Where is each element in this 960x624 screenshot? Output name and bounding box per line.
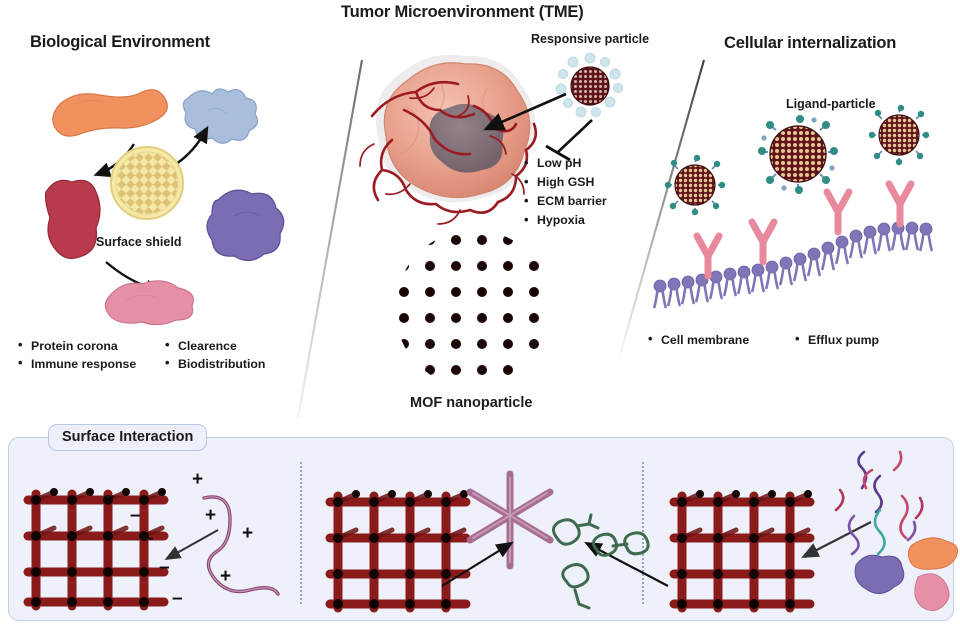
- list-item: Immune response: [18, 354, 136, 373]
- negative-charge: –: [130, 505, 141, 526]
- list-item: Protein corona: [18, 336, 136, 355]
- negative-charge: –: [172, 588, 183, 609]
- protein-pink-small: [914, 573, 950, 611]
- arrow-biomolecules-to-mof: [801, 521, 872, 559]
- divider-left: [296, 59, 364, 419]
- left-bullets-col2: Clearence Biodistribution: [165, 336, 265, 373]
- cationic-polymer-chain: [202, 495, 280, 596]
- section-title-center: Tumor Microenvironment (TME): [341, 3, 584, 21]
- negative-charge: –: [104, 486, 115, 507]
- surface-interaction-panel: [8, 437, 954, 621]
- mof-slab-3: [672, 492, 812, 612]
- responsive-particle: [555, 52, 624, 118]
- mof-nanoparticle: [395, 230, 553, 388]
- panel-divider-1: [300, 462, 302, 604]
- protein-purple: [206, 189, 285, 262]
- protein-purple-small: [854, 554, 905, 594]
- arrow-polymer-to-mof-1: [164, 529, 219, 560]
- positive-charge: +: [205, 505, 217, 526]
- list-item: Low pH: [524, 153, 607, 173]
- cell-membrane-illustration: [652, 190, 934, 309]
- positive-charge: +: [192, 469, 204, 490]
- protein-orange: [52, 89, 168, 137]
- ligand-particle-large: [758, 115, 838, 194]
- arrow-shield-to-blue: [175, 125, 209, 165]
- protein-corona-illustration: [44, 88, 285, 262]
- tme-bullets: Low pH High GSH ECM barrier Hypoxia: [524, 153, 607, 230]
- protein-blue: [182, 88, 259, 144]
- section-title-left: Biological Environment: [30, 33, 210, 51]
- list-item: Clearence: [165, 336, 265, 355]
- positive-charge: +: [220, 566, 232, 587]
- tumor-spheroid-illustration: [359, 54, 538, 225]
- ligand-heads: [758, 115, 838, 194]
- surface-shield-label: Surface shield: [96, 235, 182, 249]
- surface-interaction-tab: Surface Interaction: [48, 424, 208, 451]
- right-bullets-col2: Efflux pump: [795, 330, 879, 349]
- protein-crimson: [44, 179, 101, 260]
- list-item: Efflux pump: [795, 330, 879, 349]
- arrow-particle-to-tumor: [483, 92, 567, 131]
- negative-charge: –: [143, 528, 154, 549]
- surface-shield-particle: [110, 146, 184, 220]
- particle-corona-spikes: [555, 52, 624, 118]
- list-item: Hypoxia: [524, 210, 607, 230]
- responsive-particle-label: Responsive particle: [531, 32, 650, 46]
- list-item: Cell membrane: [648, 330, 749, 349]
- ligand-particle-small: [868, 104, 930, 166]
- list-item: Biodistribution: [165, 354, 265, 373]
- divider-right: [600, 59, 706, 419]
- adsorbed-proteins: [854, 537, 959, 611]
- right-bullets-col1: Cell membrane: [648, 330, 749, 349]
- negative-charge: –: [159, 557, 170, 578]
- mof-nanoparticle-label: MOF nanoparticle: [410, 395, 533, 411]
- positive-charge: +: [242, 523, 254, 544]
- mof-slab-1: [26, 490, 166, 610]
- ligand-molecules: [552, 513, 650, 610]
- ligand-particle-mid: [664, 154, 726, 216]
- protein-pink-with-arrow: [104, 261, 194, 326]
- left-bullets-col1: Protein corona Immune response: [18, 336, 136, 373]
- ligand-small-markers: [761, 117, 835, 191]
- list-item: ECM barrier: [524, 191, 607, 211]
- section-title-right: Cellular internalization: [724, 34, 897, 52]
- biomolecule-chains: [834, 450, 924, 556]
- protein-pink: [104, 280, 194, 326]
- ligand-particle-label: Ligand-particle: [786, 97, 876, 111]
- protein-orange-small: [907, 537, 959, 570]
- list-item: High GSH: [524, 172, 607, 192]
